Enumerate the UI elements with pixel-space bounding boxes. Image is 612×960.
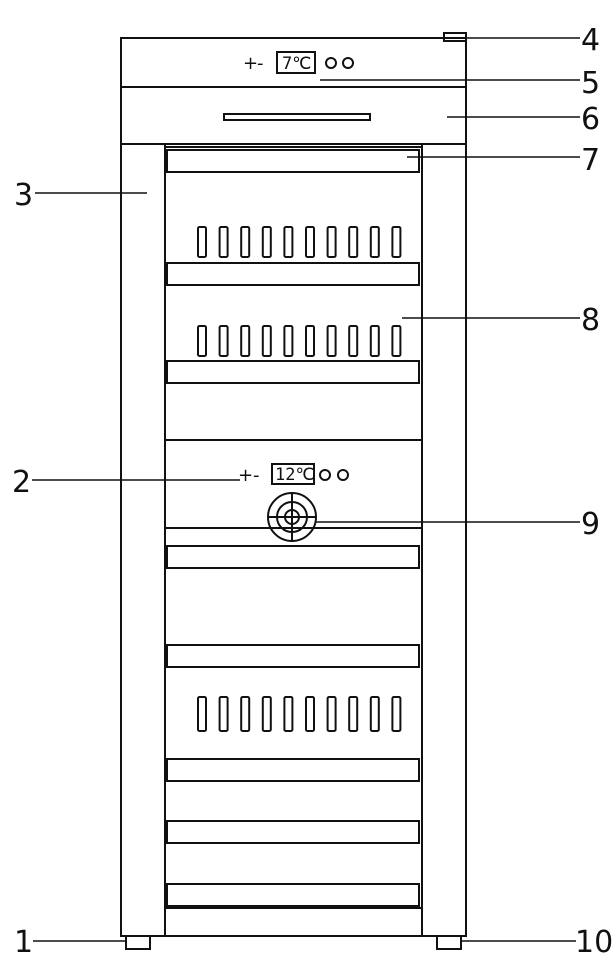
vent-slot xyxy=(218,325,229,357)
vent-slot xyxy=(348,325,359,357)
vent-slot xyxy=(197,325,207,357)
vent-slot xyxy=(261,226,272,258)
vent-slot xyxy=(348,226,359,258)
vent-slot xyxy=(391,696,402,732)
upper-button-2 xyxy=(342,57,354,69)
upper-shelf-2 xyxy=(166,360,420,384)
callout-1: 1 xyxy=(14,925,33,956)
lower-button-1 xyxy=(319,469,331,481)
lower-display-box xyxy=(271,463,315,485)
callout-6: 6 xyxy=(581,102,600,137)
upper-glass-door xyxy=(164,146,423,441)
vent-slot xyxy=(261,696,272,732)
vent-slot xyxy=(240,325,251,357)
upper-minus-symbol: - xyxy=(257,53,264,74)
callout-7: 7 xyxy=(581,143,600,178)
lower-shelf-3 xyxy=(166,758,420,782)
leader-lines xyxy=(32,37,580,942)
lower-shelf-4 xyxy=(166,820,420,844)
lower-shelf-1 xyxy=(166,545,420,569)
upper-temperature-reading: 7℃ xyxy=(282,54,311,74)
vent-slot xyxy=(197,226,207,258)
vent-slot xyxy=(391,325,402,357)
vent-slot xyxy=(240,226,251,258)
upper-plus-symbol: + xyxy=(243,53,258,74)
vent-slot xyxy=(369,325,380,357)
upper-display-box xyxy=(276,51,316,74)
lower-shelf-2 xyxy=(166,644,420,668)
vent-slot xyxy=(391,226,402,258)
callout-3: 3 xyxy=(14,178,33,213)
vent-slot xyxy=(305,226,315,258)
callout-5: 5 xyxy=(581,66,600,101)
vent-slots xyxy=(197,226,402,732)
right-foot xyxy=(436,935,462,950)
callout-10: 10 xyxy=(575,925,612,956)
callout-4: 4 xyxy=(581,23,600,58)
lower-plus-symbol: + xyxy=(238,465,253,486)
vent-slot xyxy=(348,696,359,732)
vent-slot xyxy=(369,226,380,258)
lower-shelf-5 xyxy=(166,883,420,907)
upper-top-shelf xyxy=(166,149,420,173)
lower-door xyxy=(164,527,423,909)
vent-slot xyxy=(326,325,337,357)
top-drawer-panel xyxy=(120,86,467,145)
vent-slot xyxy=(218,226,229,258)
vent-slot xyxy=(197,696,207,732)
lower-button-2 xyxy=(337,469,349,481)
top-corner-part xyxy=(443,32,467,42)
vent-slot xyxy=(283,226,294,258)
top-drawer-handle xyxy=(223,113,371,121)
cabinet-body xyxy=(120,143,467,937)
vent-slot xyxy=(369,696,380,732)
upper-button-1 xyxy=(325,57,337,69)
vent-slot xyxy=(240,696,251,732)
vent-slot xyxy=(283,325,294,357)
vent-slot xyxy=(283,696,294,732)
vent-slot xyxy=(305,696,315,732)
lower-temperature-reading: 12℃ xyxy=(275,465,315,485)
vent-slot xyxy=(326,696,337,732)
callout-2: 2 xyxy=(12,465,31,500)
lower-minus-symbol: - xyxy=(253,465,260,486)
vent-slot xyxy=(326,226,337,258)
vent-slot xyxy=(305,325,315,357)
upper-shelf-1 xyxy=(166,262,420,286)
callout-8: 8 xyxy=(581,303,600,338)
left-foot xyxy=(125,935,151,950)
callout-9: 9 xyxy=(581,507,600,542)
vent-slot xyxy=(218,696,229,732)
vent-slot xyxy=(261,325,272,357)
